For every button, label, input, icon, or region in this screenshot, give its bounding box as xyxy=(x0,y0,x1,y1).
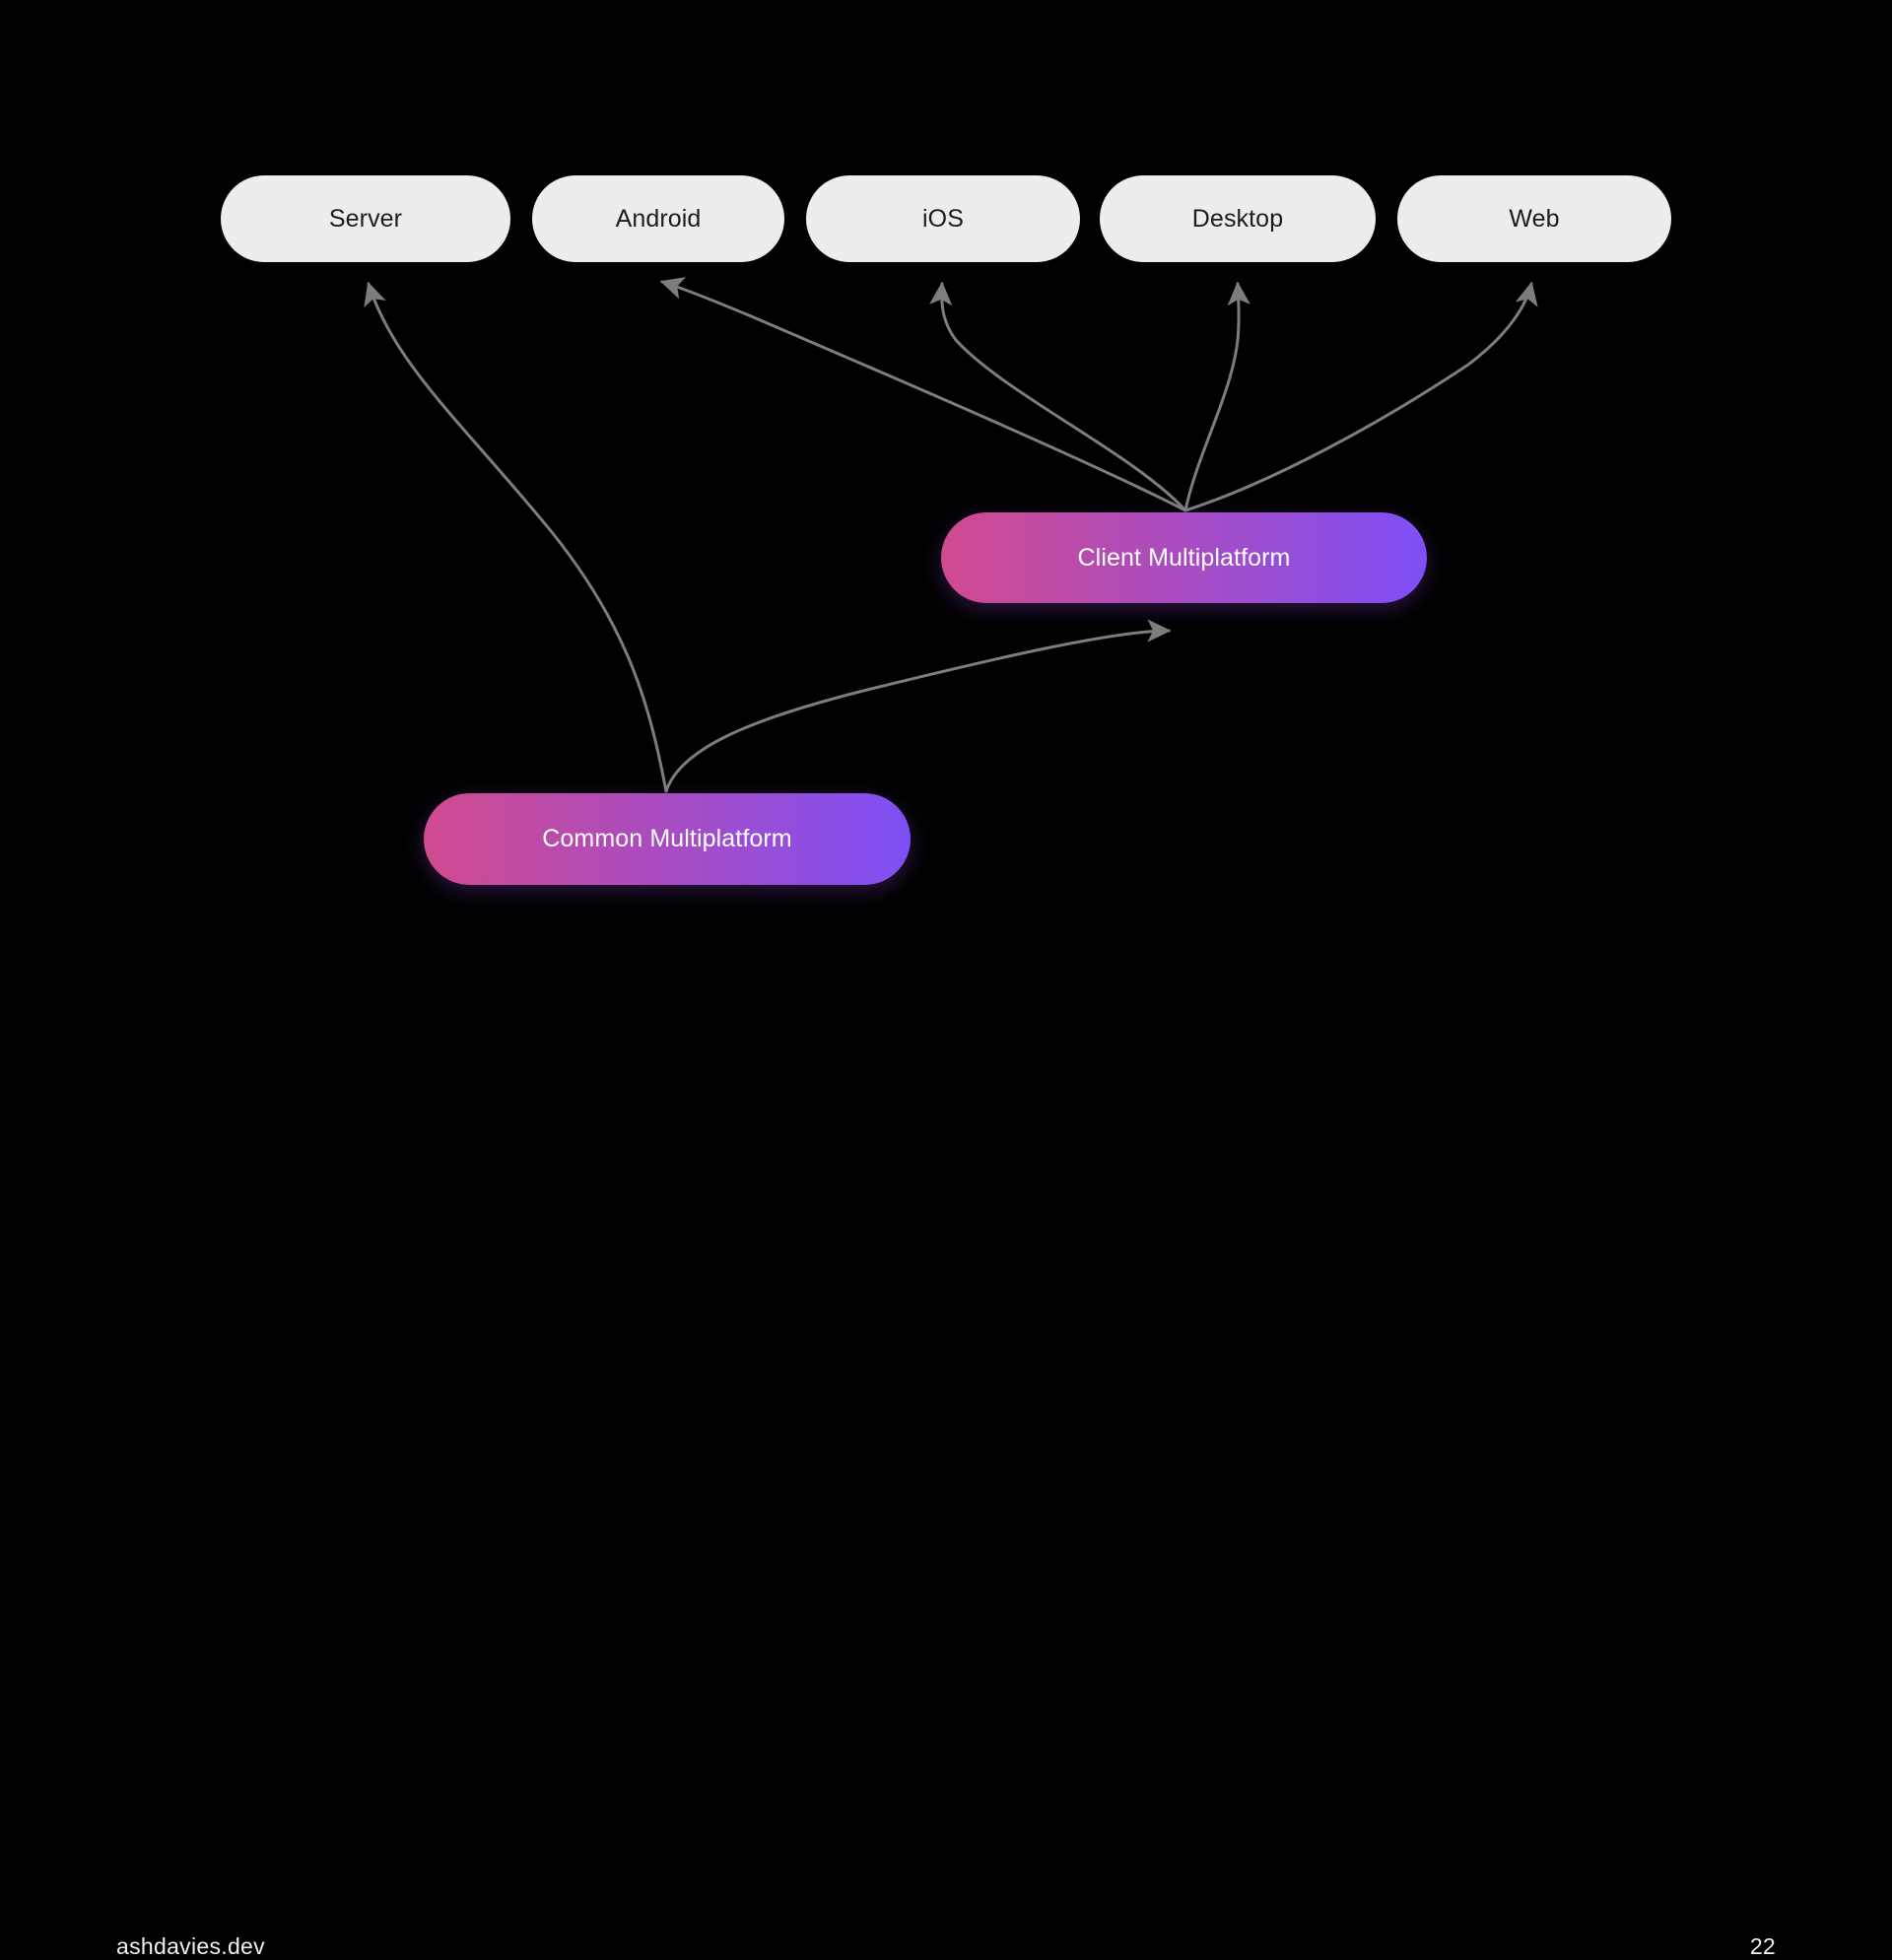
edge-client-to-desktop xyxy=(1183,281,1250,512)
diagram-edges-layer xyxy=(364,277,1538,793)
node-desktop[interactable]: Desktop xyxy=(1100,175,1376,262)
footer-page-number: 22 xyxy=(1749,1933,1776,1959)
edge-client-to-android xyxy=(659,277,1187,512)
node-label-web: Web xyxy=(1509,204,1560,233)
node-label-desktop: Desktop xyxy=(1191,204,1284,233)
node-common-multiplatform[interactable]: Common Multiplatform xyxy=(424,793,911,885)
node-android[interactable]: Android xyxy=(532,175,784,262)
edge-client-to-web xyxy=(1183,281,1538,512)
node-label-common-multiplatform: Common Multiplatform xyxy=(542,825,792,852)
node-label-client-multiplatform: Client Multiplatform xyxy=(1077,543,1291,572)
node-label-ios: iOS xyxy=(922,204,964,233)
node-server[interactable]: Server xyxy=(221,175,510,262)
node-client-multiplatform[interactable]: Client Multiplatform xyxy=(941,512,1427,603)
edge-common-to-client xyxy=(664,619,1172,793)
slide-canvas: Server Android iOS Desktop Web Client Mu… xyxy=(0,175,1892,1959)
node-label-android: Android xyxy=(615,204,702,233)
edge-client-to-ios xyxy=(929,281,1187,512)
footer-brand: ashdavies.dev xyxy=(116,1933,265,1959)
edge-common-to-server xyxy=(364,281,668,793)
node-ios[interactable]: iOS xyxy=(806,175,1080,262)
node-label-server: Server xyxy=(328,204,403,233)
slide-footer: ashdavies.dev 22 xyxy=(0,946,1892,1959)
node-web[interactable]: Web xyxy=(1397,175,1671,262)
